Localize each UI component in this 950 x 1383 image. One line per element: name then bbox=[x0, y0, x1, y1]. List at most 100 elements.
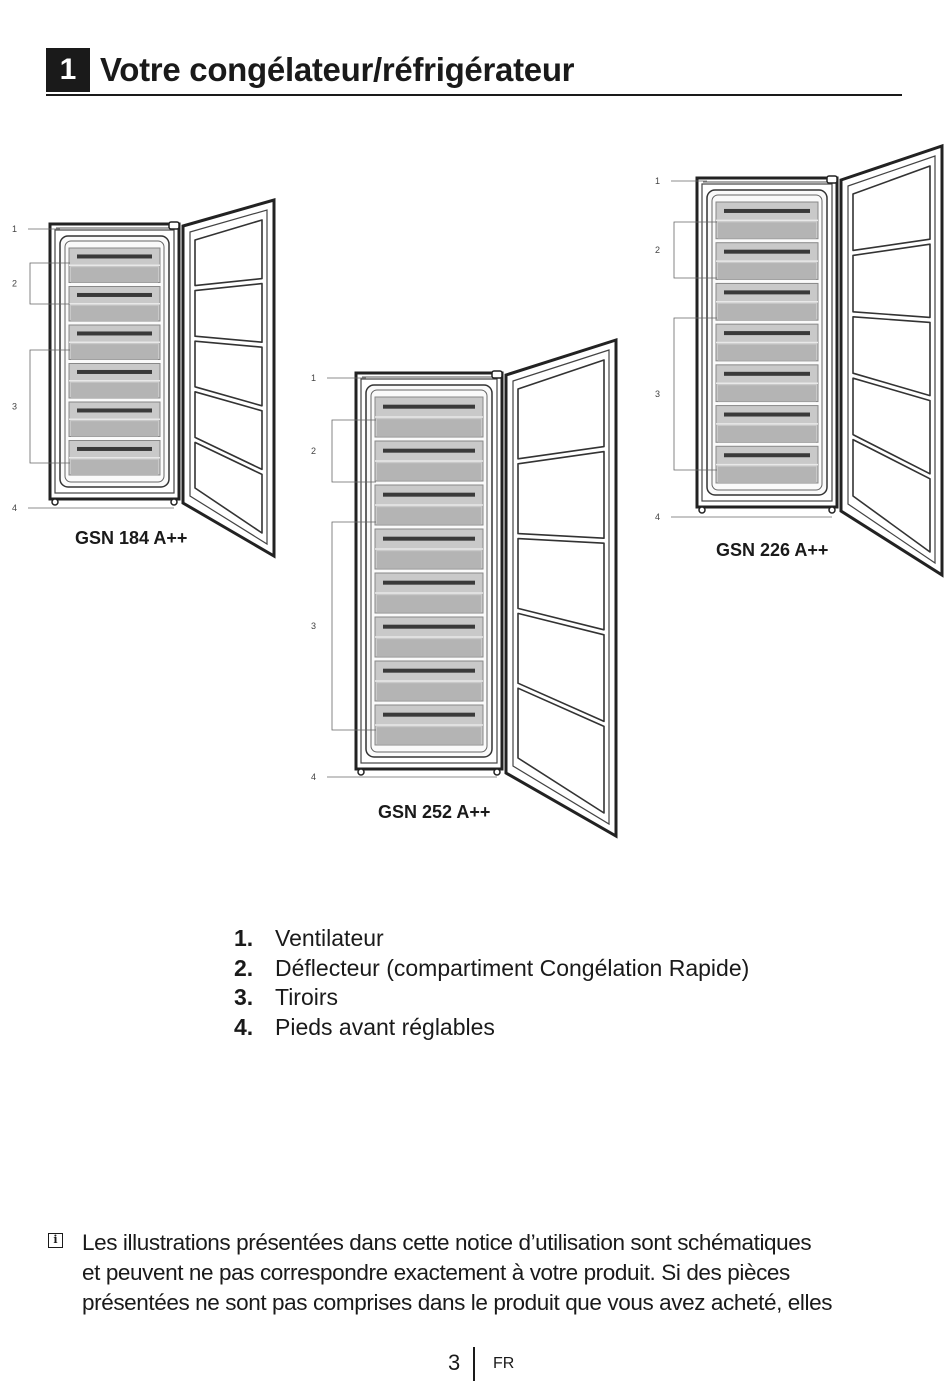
legend-text: Pieds avant réglables bbox=[275, 1013, 495, 1040]
drawer-front bbox=[377, 507, 481, 525]
drawer-handle bbox=[724, 290, 810, 295]
model-label: GSN 226 A++ bbox=[716, 540, 829, 560]
drawer-front bbox=[718, 222, 816, 239]
foot bbox=[51, 498, 59, 506]
legend-item: 1. Ventilateur bbox=[234, 924, 749, 954]
callout-number: 3 bbox=[12, 402, 17, 412]
info-icon: i bbox=[48, 1233, 63, 1248]
foot bbox=[170, 498, 178, 506]
drawer-front bbox=[71, 459, 158, 476]
note-text: Les illustrations présentées dans cette … bbox=[82, 1228, 902, 1318]
drawer-front bbox=[377, 683, 481, 701]
parts-legend: 1. Ventilateur 2. Déflecteur (compartime… bbox=[234, 924, 749, 1042]
legend-text: Ventilateur bbox=[275, 925, 384, 951]
drawer-handle bbox=[724, 208, 810, 213]
drawer-handle bbox=[724, 371, 810, 376]
door-panel bbox=[852, 315, 931, 397]
note-line: présentées ne sont pas comprises dans le… bbox=[82, 1290, 833, 1315]
legend-item: 3. Tiroirs bbox=[234, 983, 749, 1013]
door-panel bbox=[517, 359, 605, 460]
callout-number: 2 bbox=[655, 245, 660, 255]
door-liner bbox=[847, 155, 936, 565]
drawer-front bbox=[377, 727, 481, 745]
callout-bracket bbox=[331, 521, 376, 731]
callout-number: 1 bbox=[311, 373, 316, 383]
drawer-front bbox=[377, 419, 481, 437]
drawer-handle bbox=[383, 624, 475, 629]
foot bbox=[357, 768, 365, 776]
drawer-handle bbox=[724, 412, 810, 417]
legend-number: 2. bbox=[234, 954, 254, 981]
drawer-handle bbox=[724, 331, 810, 336]
door-panel bbox=[852, 165, 931, 252]
drawer-handle bbox=[383, 448, 475, 453]
drawer-front bbox=[718, 303, 816, 321]
drawer-front bbox=[718, 425, 816, 443]
drawer-front bbox=[377, 639, 481, 657]
model-label: GSN 184 A++ bbox=[75, 528, 188, 548]
drawer-handle bbox=[383, 580, 475, 585]
legend-number: 1. bbox=[234, 925, 254, 951]
legend-text: Tiroirs bbox=[275, 984, 339, 1011]
door-panel bbox=[194, 441, 263, 534]
callout-bracket bbox=[673, 317, 717, 471]
callout-number: 3 bbox=[311, 621, 316, 631]
drawer-handle bbox=[383, 668, 475, 673]
legend-number: 4. bbox=[234, 1013, 254, 1040]
freezer-figure: 1 2 3 4 bbox=[655, 143, 944, 578]
drawer-front bbox=[377, 463, 481, 481]
drawer-handle bbox=[77, 408, 152, 413]
callout-bracket bbox=[29, 349, 70, 464]
drawer-front bbox=[71, 421, 158, 437]
drawer-front bbox=[377, 551, 481, 569]
drawer-front bbox=[377, 595, 481, 613]
footer-divider bbox=[473, 1347, 475, 1381]
door-panel bbox=[517, 450, 605, 540]
door-panel bbox=[852, 377, 931, 475]
foot bbox=[828, 506, 836, 514]
note-line: et peuvent ne pas correspondre exactemen… bbox=[82, 1260, 790, 1285]
door-panel bbox=[194, 390, 263, 471]
drawer-handle bbox=[77, 254, 152, 259]
door-panel bbox=[517, 687, 605, 814]
drawer-front bbox=[71, 344, 158, 360]
freezer-figure: 1 2 3 4 bbox=[311, 337, 618, 839]
callout-number: 1 bbox=[12, 224, 17, 234]
hinge bbox=[168, 221, 180, 230]
legend-number: 3. bbox=[234, 984, 254, 1011]
drawer-handle bbox=[77, 446, 152, 451]
callout-bracket bbox=[331, 419, 376, 483]
door-panel bbox=[194, 282, 263, 344]
drawer-front bbox=[71, 382, 158, 399]
drawer-front bbox=[718, 344, 816, 361]
hinge bbox=[491, 370, 503, 379]
callout-bracket bbox=[29, 262, 70, 305]
door-liner bbox=[189, 209, 268, 546]
callout-number: 2 bbox=[311, 446, 316, 456]
drawer-handle bbox=[383, 712, 475, 717]
liner-edge bbox=[711, 194, 823, 491]
callout-number: 4 bbox=[655, 512, 660, 522]
callout-number: 3 bbox=[655, 389, 660, 399]
drawer-handle bbox=[383, 536, 475, 541]
callout-number: 4 bbox=[12, 503, 17, 513]
drawer-handle bbox=[724, 453, 810, 458]
foot bbox=[493, 768, 501, 776]
door-liner bbox=[512, 349, 610, 826]
legend-item: 2. Déflecteur (compartiment Congélation … bbox=[234, 954, 749, 984]
drawer-handle bbox=[77, 292, 152, 297]
door-panel bbox=[852, 243, 931, 319]
liner-edge bbox=[64, 240, 165, 483]
liner-edge bbox=[370, 389, 488, 753]
drawer-front bbox=[71, 305, 158, 322]
legend-text: Déflecteur (compartiment Congélation Rap… bbox=[275, 954, 750, 981]
foot bbox=[698, 506, 706, 514]
language-code: FR bbox=[493, 1355, 515, 1372]
callout-number: 1 bbox=[655, 176, 660, 186]
legend-item: 4. Pieds avant réglables bbox=[234, 1013, 749, 1043]
drawer-front bbox=[718, 466, 816, 483]
callout-number: 4 bbox=[311, 772, 316, 782]
door-panel bbox=[852, 438, 931, 553]
